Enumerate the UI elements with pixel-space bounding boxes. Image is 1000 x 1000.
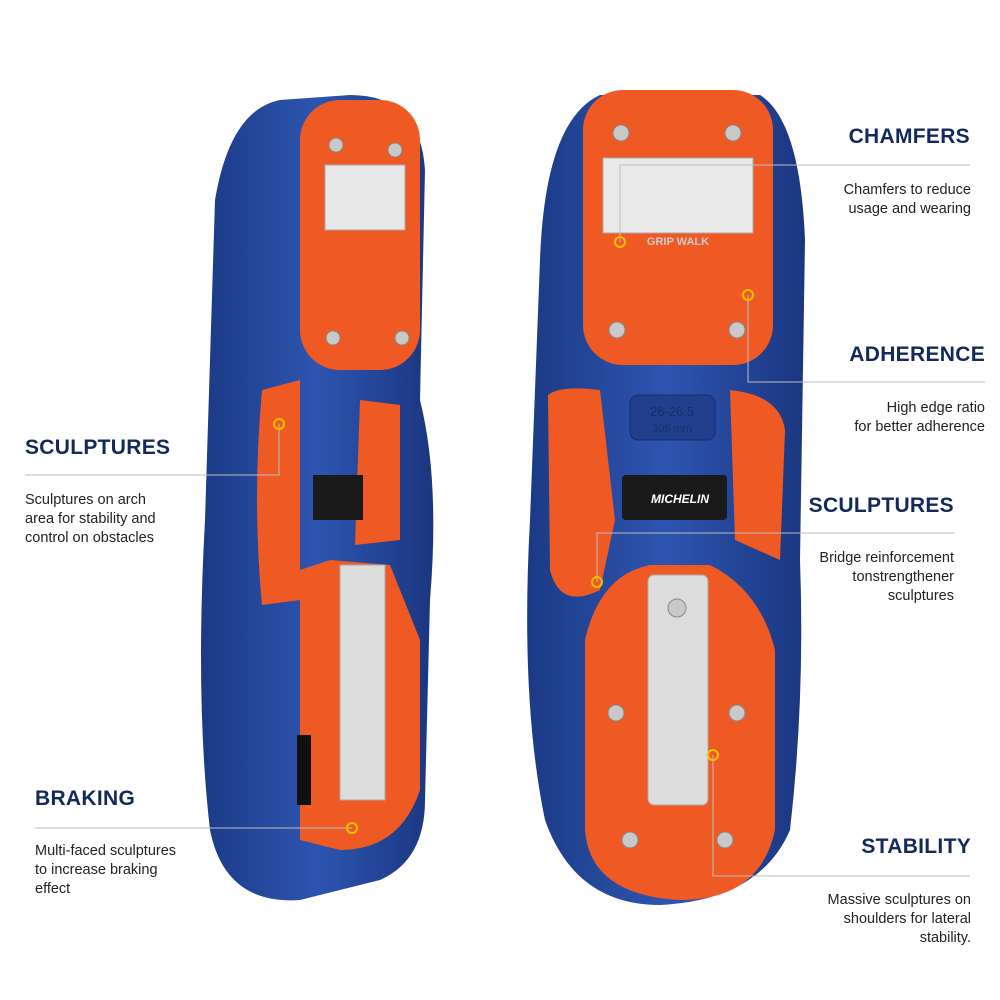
callout-title-stability: STABILITY	[861, 835, 971, 858]
size-marking: 26-26.5	[650, 404, 694, 419]
callout-title-chamfers: CHAMFERS	[848, 125, 970, 148]
gripwalk-logo: GRIP WALK	[647, 236, 709, 248]
callout-title-arch-sculptures: SCULPTURES	[25, 436, 171, 459]
callout-dots	[273, 236, 754, 834]
length-marking: 305 mm	[652, 423, 692, 435]
callout-leader-lines	[25, 164, 985, 877]
callout-title-adherence: ADHERENCE	[849, 343, 985, 366]
callout-title-bridge-sculptures: SCULPTURES	[808, 494, 954, 517]
callout-title-braking: BRAKING	[35, 787, 136, 810]
right-sole: 26-26.5 305 mm MICHELIN GRIP WALK	[527, 90, 805, 905]
michelin-logo: MICHELIN	[651, 492, 709, 506]
left-sole	[201, 95, 434, 901]
